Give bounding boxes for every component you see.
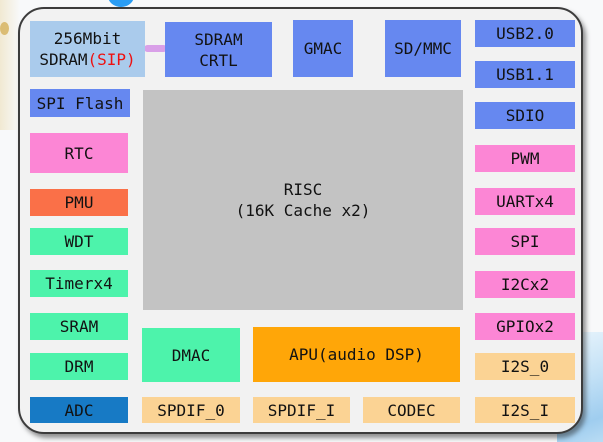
wallpaper-warm-fragment [0, 0, 20, 130]
sdram-bus-connector [144, 45, 167, 52]
soc-block-diagram-panel [18, 7, 583, 434]
wallpaper-gold-speck [0, 22, 9, 35]
wallpaper-blue-dot [108, 0, 134, 7]
